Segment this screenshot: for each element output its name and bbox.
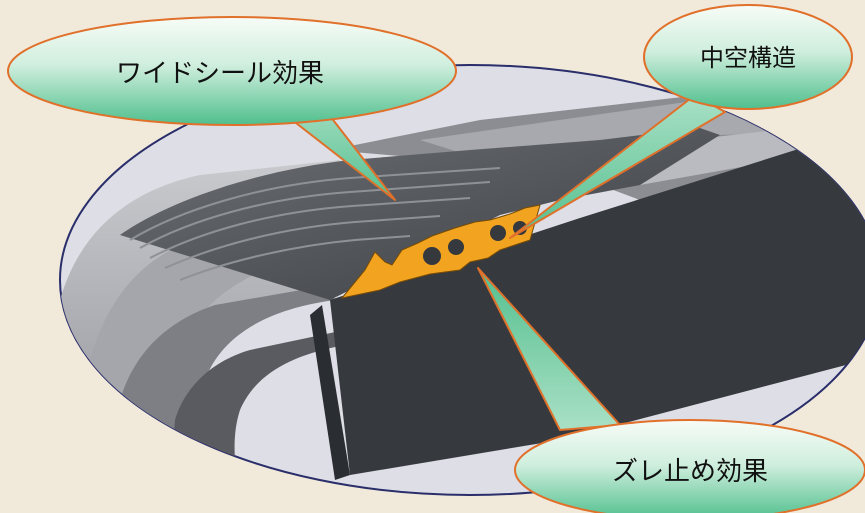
hollow-hole-3 [490, 225, 506, 241]
callout-label-wide-seal: ワイドシール効果 [116, 59, 324, 89]
callout-bubble-wide-seal [7, 16, 457, 126]
hollow-hole-1 [423, 247, 441, 265]
gasket-profile [340, 204, 541, 299]
callout-bubble-anti-slip [514, 419, 865, 513]
callout-label-anti-slip: ズレ止め効果 [612, 457, 768, 487]
hollow-hole-4 [513, 221, 527, 235]
callout-tail-anti-slip [477, 267, 621, 431]
hollow-hole-2 [448, 239, 464, 255]
gasket-cross-section [60, 90, 865, 495]
callout-label-hollow: 中空構造 [700, 44, 796, 72]
callout-bubble-hollow [643, 4, 853, 110]
